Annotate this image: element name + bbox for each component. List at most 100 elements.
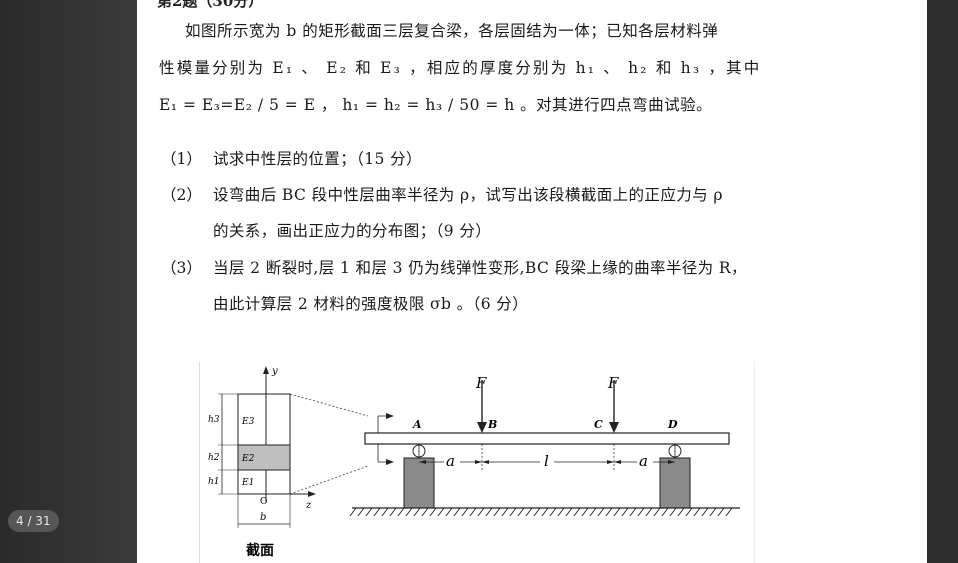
cross-section-diagram: y E3 E2 E1 h3 h2 h1 O z	[208, 366, 369, 559]
section-outline	[237, 393, 291, 495]
b-label: b	[260, 512, 266, 523]
ground-hatch-mark	[405, 507, 413, 517]
ground-hatch-mark	[637, 507, 645, 517]
z-axis-label: z	[305, 500, 312, 511]
h3-label: h3	[208, 415, 220, 425]
beam-diagram: F F A B C D a l a	[349, 374, 740, 517]
ground-hatch-mark	[709, 507, 717, 517]
ground-hatch-mark	[613, 507, 621, 517]
ground-hatch-mark	[373, 507, 381, 517]
dim-arrow-3-icon	[482, 460, 489, 464]
bracket-arrow-top-icon	[386, 413, 394, 419]
dim-l-bg	[540, 451, 554, 465]
ground-hatch-mark	[461, 507, 469, 517]
ground-hatch-mark	[469, 507, 477, 517]
dim-arrow-2-icon	[475, 460, 482, 464]
origin-label: O	[260, 497, 267, 507]
h1-label: h1	[208, 477, 220, 487]
question-3-line-1: 当层 2 断裂时,层 1 和层 3 仍为线弹性变形,BC 段梁上缘的曲率半径为 …	[213, 259, 747, 277]
question-2-line-2: 的关系，画出正应力的分布图；（9 分）	[213, 222, 492, 240]
clipped-heading: 第2题（30分）	[157, 0, 264, 10]
ground-hatch-mark	[549, 507, 557, 517]
ground-hatch-mark	[533, 507, 541, 517]
ground-hatch-mark	[701, 507, 709, 517]
projection-line-top	[289, 393, 369, 417]
ground-hatch-mark	[525, 507, 533, 517]
document-page: 第2题（30分） 如图所示宽为 b 的矩形截面三层复合梁，各层固结为一体；已知各…	[137, 0, 927, 563]
question-1-line-1: 试求中性层的位置；（15 分）	[213, 150, 422, 168]
ground-hatch-mark	[517, 507, 525, 517]
force-left-arrow-icon	[477, 422, 487, 433]
point-d-label: D	[667, 418, 678, 431]
ground-hatch-mark	[653, 507, 661, 517]
ground-hatch-mark	[381, 507, 389, 517]
ground-hatch-mark	[349, 507, 357, 517]
ground-hatch-mark	[429, 507, 437, 517]
e2-label: E2	[241, 454, 255, 464]
question-3-line-2: 由此计算层 2 材料的强度极限 σb 。（6 分）	[213, 295, 529, 313]
layer-2-fill	[237, 444, 291, 471]
y-axis-arrow-icon	[263, 366, 269, 374]
support-pier-left	[403, 457, 435, 509]
ground-hatch-mark	[357, 507, 365, 517]
ground-hatch-mark	[725, 507, 733, 517]
ground-hatch-mark	[389, 507, 397, 517]
viewer-scrollbar-track[interactable]	[927, 0, 958, 563]
ground-hatch-mark	[565, 507, 573, 517]
intro-line-1: 如图所示宽为 b 的矩形截面三层复合梁，各层固结为一体；已知各层材料弹	[185, 22, 719, 40]
h2-label: h2	[208, 453, 220, 463]
force-left-label: F	[475, 374, 487, 392]
ground-hatch-mark	[669, 507, 677, 517]
ground-hatch-mark	[581, 507, 589, 517]
question-3-number: （3）	[161, 259, 202, 277]
dim-arrow-4-icon	[607, 460, 614, 464]
ground-hatch-mark	[453, 507, 461, 517]
ground-hatch-mark	[397, 507, 405, 517]
intro-line-2: 性模量分别为 E₁ 、 E₂ 和 E₃ ，相应的厚度分别为 h₁ 、 h₂ 和 …	[159, 59, 762, 77]
ground-hatch-mark	[509, 507, 517, 517]
ground-hatch-mark	[629, 507, 637, 517]
e3-label: E3	[241, 417, 255, 427]
ground-hatch-mark	[605, 507, 613, 517]
force-right-label: F	[607, 374, 619, 392]
point-b-label: B	[487, 418, 497, 431]
ground-hatch-mark	[421, 507, 429, 517]
ground-hatch-mark	[685, 507, 693, 517]
ground-hatch-mark	[485, 507, 493, 517]
ground-hatch-mark	[445, 507, 453, 517]
ground-hatch-mark	[365, 507, 373, 517]
viewer-left-gutter	[0, 0, 137, 563]
ground-hatch-mark	[693, 507, 701, 517]
support-pier-right	[659, 457, 691, 509]
dim-arrow-6-icon	[668, 460, 675, 464]
intro-line-3: E₁ = E₃=E₂ / 5 = E ， h₁ = h₂ = h₃ / 50 =…	[159, 96, 713, 114]
ground-hatch-mark	[437, 507, 445, 517]
beam-figure: y E3 E2 E1 h3 h2 h1 O z	[199, 362, 755, 563]
ground-hatch-mark	[493, 507, 501, 517]
dim-l-label: l	[544, 452, 549, 470]
ground-hatch-mark	[573, 507, 581, 517]
beam-body	[364, 432, 730, 445]
beam-figure-svg: y E3 E2 E1 h3 h2 h1 O z	[208, 366, 740, 559]
y-axis-label: y	[271, 366, 278, 377]
e1-label: E1	[241, 478, 254, 488]
dim-a-right-bg	[637, 451, 653, 465]
ground-hatch-mark	[541, 507, 549, 517]
question-1-number: （1）	[161, 150, 202, 168]
dim-a-left-label: a	[446, 452, 455, 470]
ground-hatch-mark	[677, 507, 685, 517]
point-a-label: A	[412, 418, 422, 431]
dim-a-right-label: a	[639, 452, 648, 470]
dim-arrow-1-icon	[419, 460, 426, 464]
dim-a-left-bg	[444, 451, 460, 465]
ground-hatch-mark	[661, 507, 669, 517]
ground-hatch-mark	[645, 507, 653, 517]
ground-hatch-mark	[477, 507, 485, 517]
force-right-arrow-icon	[609, 422, 619, 433]
bracket-arrow-bottom-icon	[386, 459, 394, 465]
ground-hatch-mark	[597, 507, 605, 517]
ground-hatch-mark	[621, 507, 629, 517]
ground-hatch	[349, 507, 733, 517]
projection-line-bottom	[289, 465, 369, 495]
dim-arrow-5-icon	[614, 460, 621, 464]
